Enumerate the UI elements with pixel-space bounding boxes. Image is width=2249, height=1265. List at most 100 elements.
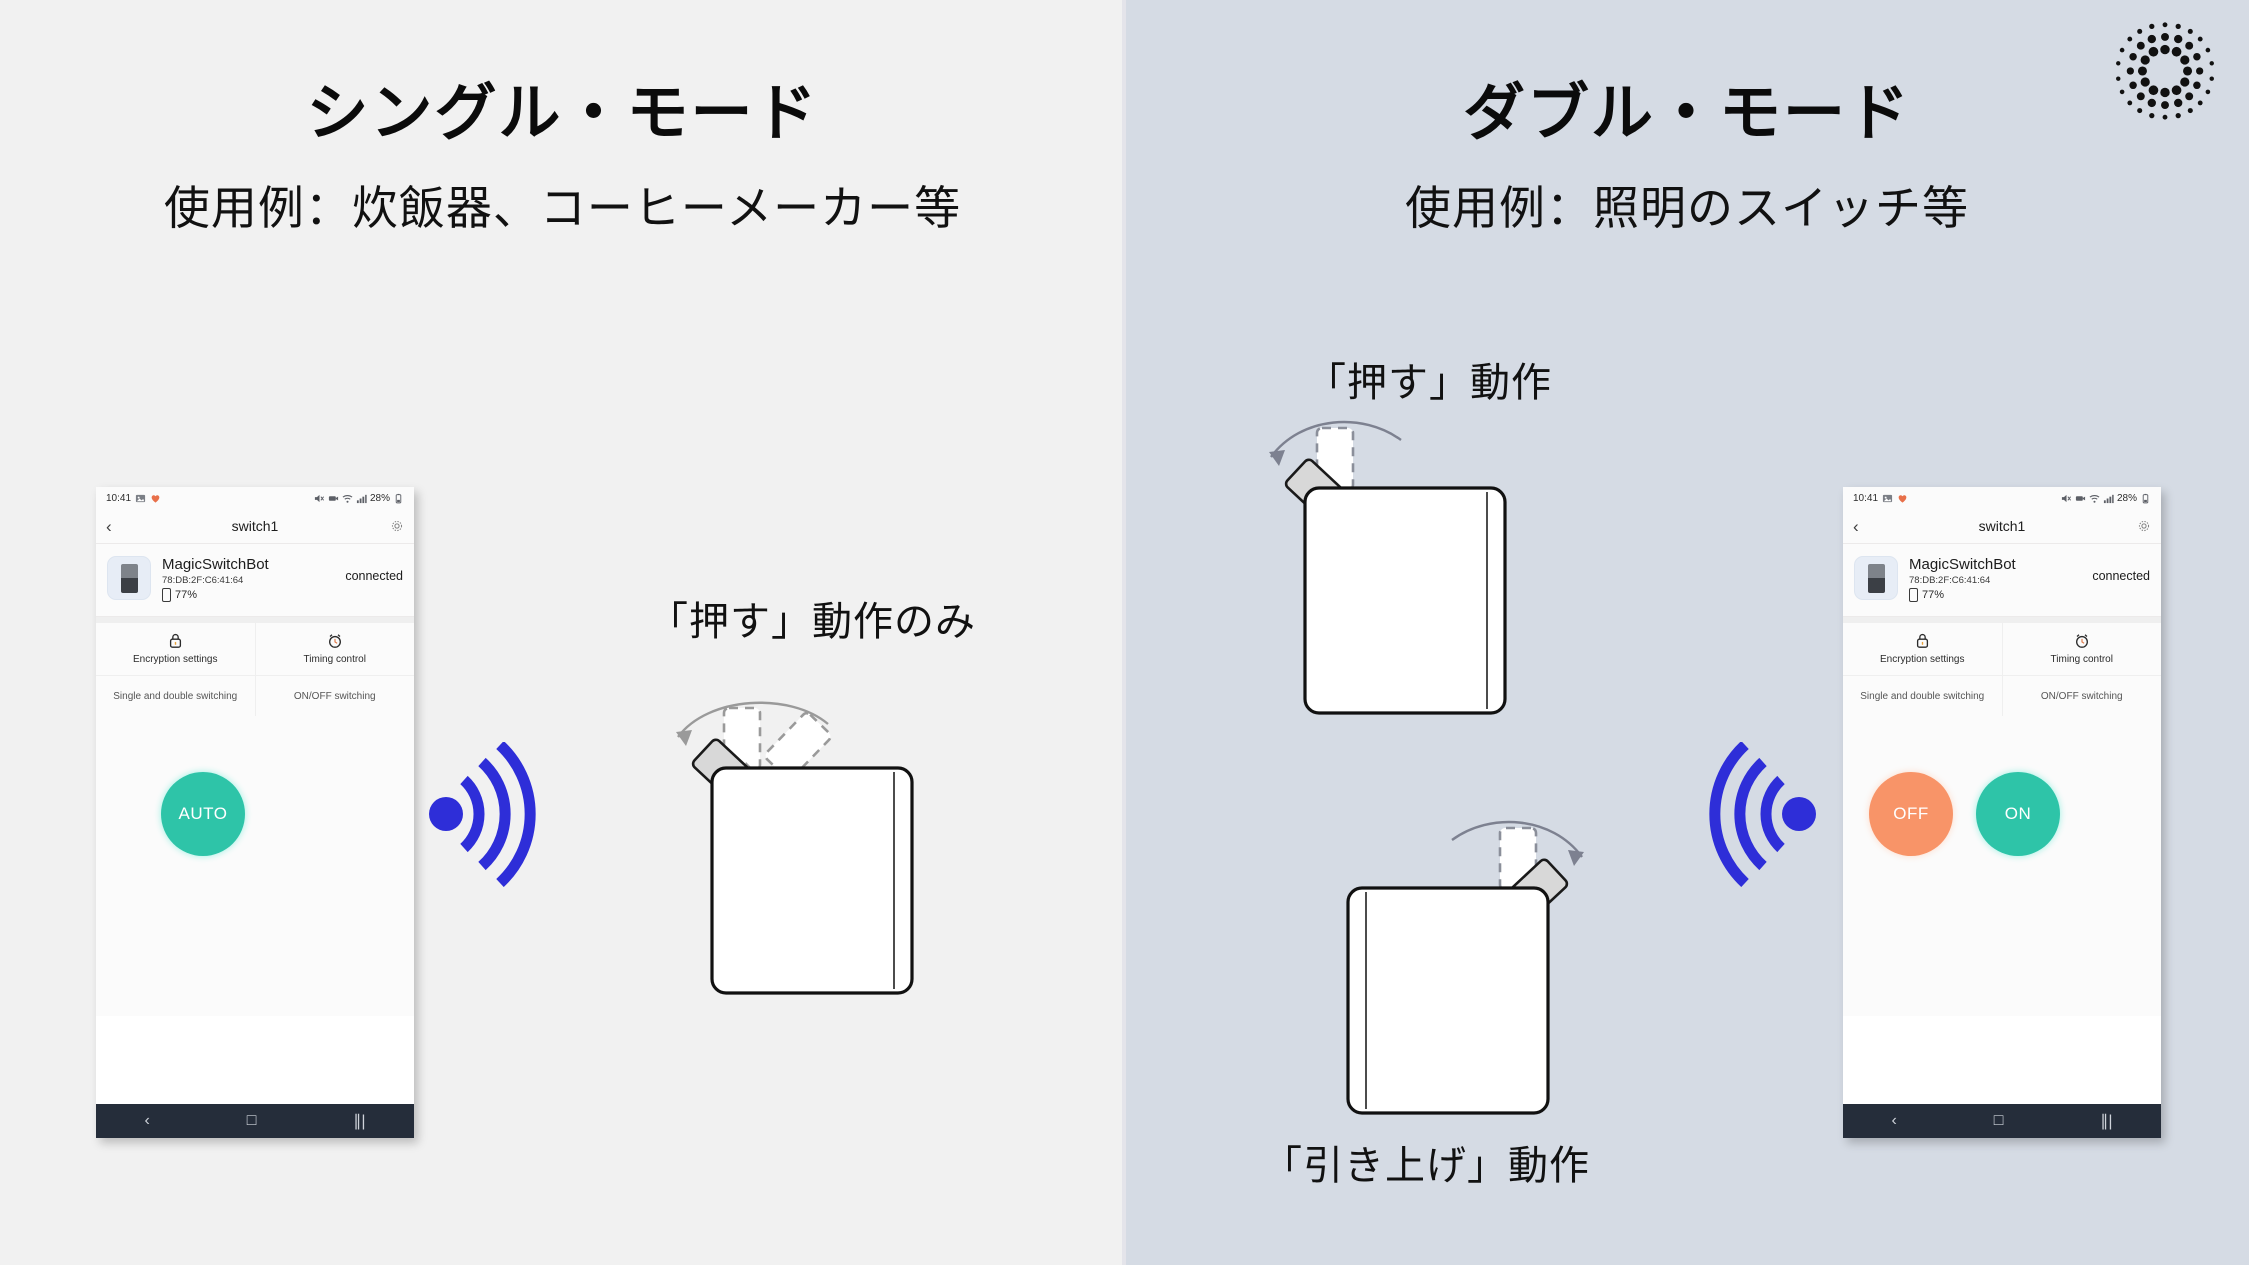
tile-onoff-switching[interactable]: ON/OFF switching xyxy=(255,676,414,717)
switchbot-device-icon xyxy=(107,556,151,600)
nav-home-icon[interactable]: □ xyxy=(246,1112,257,1129)
halftone-ring-logo xyxy=(2116,22,2214,120)
heart-icon xyxy=(1898,494,1907,503)
status-time: 10:41 xyxy=(1853,492,1879,504)
left-action-annotation: 「押す」動作のみ xyxy=(648,600,976,644)
device-info: MagicSwitchBot 78:DB:2F:C6:41:64 77% xyxy=(162,556,334,603)
battery-percent: 28% xyxy=(369,492,390,504)
action-area: OFF ON xyxy=(1843,716,2161,1017)
device-illustration-pull-up xyxy=(1346,820,1584,1115)
app-bar: ‹ switch1 xyxy=(1843,509,2161,544)
back-button[interactable]: ‹ xyxy=(106,516,112,536)
tile-label: Encryption settings xyxy=(1880,654,1965,665)
lock-icon xyxy=(1916,634,1928,648)
heart-icon xyxy=(151,494,160,503)
tile-timing-control[interactable]: Timing control xyxy=(255,623,414,676)
image-icon xyxy=(1882,494,1893,502)
nav-home-icon[interactable]: □ xyxy=(1993,1112,2004,1129)
device-info: MagicSwitchBot 78:DB:2F:C6:41:64 77% xyxy=(1909,556,2081,603)
device-illustration-push-only xyxy=(676,701,914,995)
alarm-clock-icon xyxy=(2075,634,2088,648)
image-icon xyxy=(135,494,146,502)
nav-recents-icon[interactable]: ∥| xyxy=(353,1113,366,1130)
app-bar-title: switch1 xyxy=(231,518,279,534)
tile-label: Timing control xyxy=(303,654,366,665)
battery-icon xyxy=(2142,493,2149,503)
camera-icon xyxy=(328,495,339,501)
bluetooth-signal-icon-right xyxy=(1709,742,1816,887)
device-name: MagicSwitchBot xyxy=(162,556,269,573)
phone-screenshot-double-mode: 10:41 28% ‹ switch1 MagicSwitchBot 78 xyxy=(1843,487,2161,1138)
tile-encryption-settings[interactable]: Encryption settings xyxy=(1843,623,2002,676)
tile-label: Encryption settings xyxy=(133,654,218,665)
status-bar-left: 10:41 xyxy=(106,493,161,504)
device-battery-value: 77% xyxy=(175,589,198,602)
tile-encryption-settings[interactable]: Encryption settings xyxy=(96,623,255,676)
mute-icon xyxy=(2061,494,2071,502)
device-battery-value: 77% xyxy=(1922,589,1945,602)
on-button[interactable]: ON xyxy=(1976,772,2060,857)
bluetooth-signal-icon-left xyxy=(429,742,536,887)
camera-icon xyxy=(2075,495,2086,501)
tile-label: Timing control xyxy=(2050,654,2113,665)
lock-icon xyxy=(169,634,181,648)
cellular-icon xyxy=(2103,494,2114,503)
status-bar: 10:41 28% xyxy=(1843,487,2161,509)
nav-back-icon[interactable]: ‹ xyxy=(144,1112,150,1129)
status-bar: 10:41 28% xyxy=(96,487,414,509)
tile-single-double-switching[interactable]: Single and double switching xyxy=(96,676,255,717)
mute-icon xyxy=(314,494,324,502)
tile-label: ON/OFF switching xyxy=(293,690,376,702)
pull-action-annotation: 「引き上げ」動作 xyxy=(1262,1144,1590,1188)
wifi-icon xyxy=(2089,494,2100,503)
tile-label: Single and double switching xyxy=(113,690,238,702)
status-bar-right: 28% xyxy=(2061,493,2151,504)
connection-status: connected xyxy=(2092,569,2150,583)
connection-status: connected xyxy=(345,569,403,583)
right-panel-title: ダブル・モード xyxy=(1462,79,1911,148)
back-button[interactable]: ‹ xyxy=(1853,516,1859,536)
battery-percent: 28% xyxy=(2116,492,2137,504)
device-card[interactable]: MagicSwitchBot 78:DB:2F:C6:41:64 77% con… xyxy=(1843,544,2161,618)
android-nav-bar: ‹ □ ∥| xyxy=(1843,1104,2161,1138)
left-panel-subtitle: 使用例：炊飯器、コーヒーメーカー等 xyxy=(163,182,962,234)
device-battery: 77% xyxy=(162,588,334,603)
device-illustration-push xyxy=(1269,420,1507,715)
nav-back-icon[interactable]: ‹ xyxy=(1891,1112,1897,1129)
cellular-icon xyxy=(356,494,367,503)
android-nav-bar: ‹ □ ∥| xyxy=(96,1104,414,1138)
device-card[interactable]: MagicSwitchBot 78:DB:2F:C6:41:64 77% con… xyxy=(96,544,414,618)
app-bar: ‹ switch1 xyxy=(96,509,414,544)
gear-icon[interactable] xyxy=(2137,519,2151,533)
feature-tile-grid: Encryption settings Timing control Singl… xyxy=(1843,617,2161,717)
push-action-annotation: 「押す」動作 xyxy=(1306,361,1552,405)
tile-timing-control[interactable]: Timing control xyxy=(2002,623,2161,676)
nav-recents-icon[interactable]: ∥| xyxy=(2100,1113,2113,1130)
alarm-clock-icon xyxy=(328,634,341,648)
status-bar-left: 10:41 xyxy=(1853,493,1908,504)
device-mac: 78:DB:2F:C6:41:64 xyxy=(162,575,244,587)
wifi-icon xyxy=(342,494,353,503)
panel-divider xyxy=(1122,0,1126,1265)
battery-icon xyxy=(395,493,402,503)
device-name: MagicSwitchBot xyxy=(1909,556,2016,573)
feature-tile-grid: Encryption settings Timing control Singl… xyxy=(96,617,414,717)
phone-screenshot-single-mode: 10:41 28% ‹ switch1 MagicSwitchBot 78 xyxy=(96,487,414,1138)
tile-onoff-switching[interactable]: ON/OFF switching xyxy=(2002,676,2161,717)
device-battery: 77% xyxy=(1909,588,2081,603)
left-panel-title: シングル・モード xyxy=(306,79,819,148)
status-time: 10:41 xyxy=(106,492,132,504)
tile-single-double-switching[interactable]: Single and double switching xyxy=(1843,676,2002,717)
gear-icon[interactable] xyxy=(390,519,404,533)
battery-small-icon xyxy=(162,588,171,603)
tile-label: Single and double switching xyxy=(1860,690,1985,702)
auto-button[interactable]: AUTO xyxy=(161,772,245,857)
tile-label: ON/OFF switching xyxy=(2040,690,2123,702)
device-mac: 78:DB:2F:C6:41:64 xyxy=(1909,575,1991,587)
status-bar-right: 28% xyxy=(314,493,404,504)
off-button[interactable]: OFF xyxy=(1869,772,1953,857)
battery-small-icon xyxy=(1909,588,1918,603)
action-area: AUTO xyxy=(96,716,414,1017)
right-panel-subtitle: 使用例：照明のスイッチ等 xyxy=(1405,182,1969,234)
